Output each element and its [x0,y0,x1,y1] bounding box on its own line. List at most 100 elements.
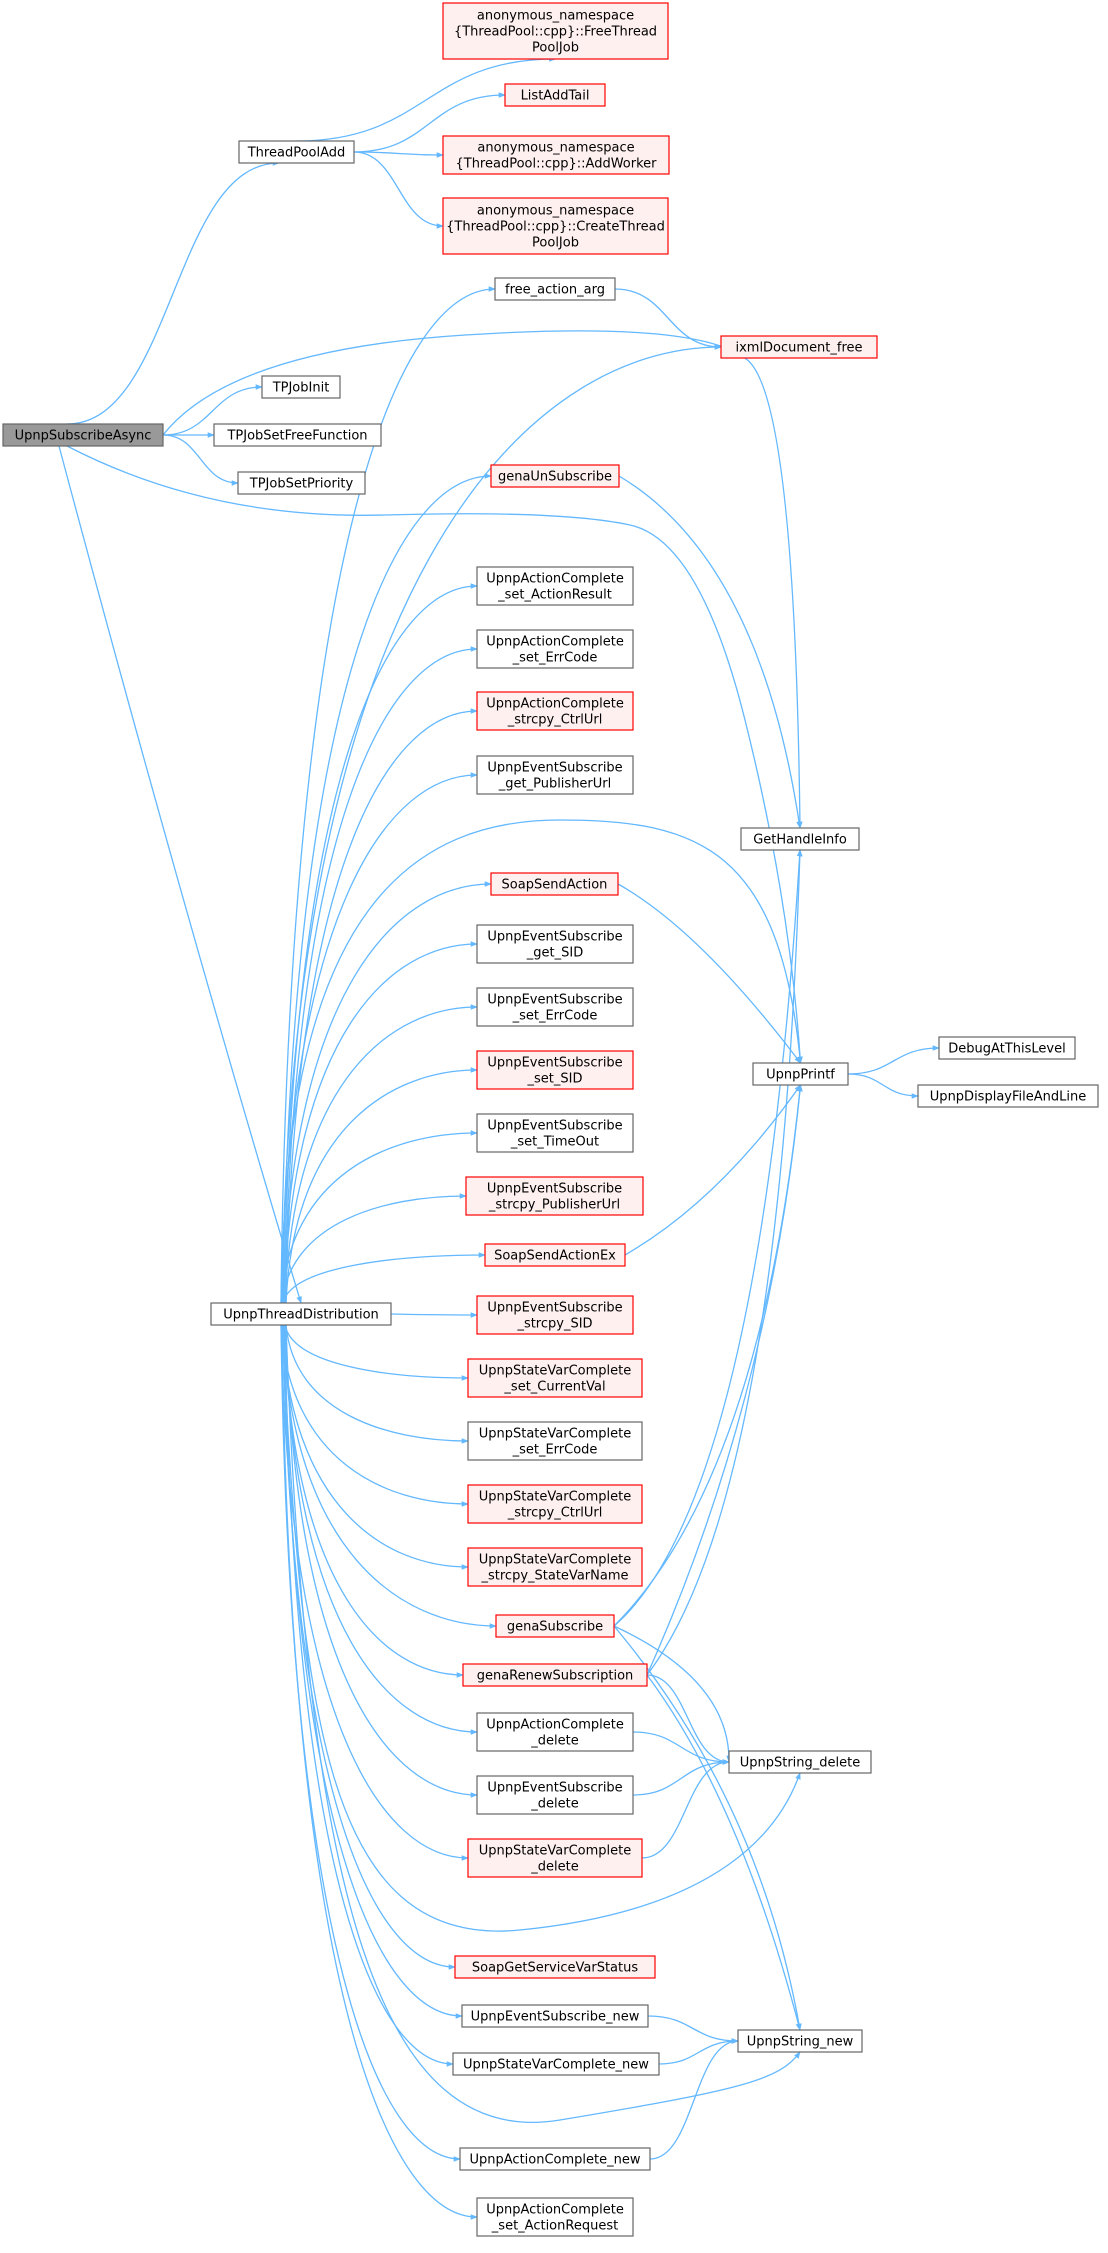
node-box [720,335,878,359]
edge-ac_new-to-upnpstring_new [649,2038,739,2160]
node-svc-set-errcode[interactable]: UpnpStateVarComplete_set_ErrCode [467,1421,643,1461]
node-ixmldocument-free[interactable]: ixmlDocument_free [720,335,878,359]
node-es-set-errcode[interactable]: UpnpEventSubscribe_set_ErrCode [476,987,634,1027]
node-root[interactable]: UpnpSubscribeAsync [2,423,164,447]
node-box [476,2197,634,2237]
node-ac-new[interactable]: UpnpActionComplete_new [459,2147,651,2171]
edge-threadpooladd-to-addworker [353,151,444,158]
node-ac-set-actionrequest[interactable]: UpnpActionComplete_set_ActionRequest [476,2197,634,2237]
edge-free_action_arg-to-ixmldocument_free [614,288,722,350]
node-soapsendactionex[interactable]: SoapSendActionEx [484,1243,626,1267]
node-es-delete[interactable]: UpnpEventSubscribe_delete [476,1775,634,1815]
node-es-get-sid[interactable]: UpnpEventSubscribe_get_SID [476,924,634,964]
node-label: TPJobSetPriority [249,477,354,492]
node-label: _strcpy_SID [516,1317,592,1332]
edge-threadpooladd-to-listaddtail [353,92,506,153]
node-genasubscribe[interactable]: genaSubscribe [495,1614,615,1638]
node-es-get-publisherurl[interactable]: UpnpEventSubscribe_get_PublisherUrl [476,755,634,795]
node-box [442,135,670,175]
edge-es_delete-to-upnpstring_delete [632,1759,730,1796]
node-label: UpnpActionComplete_new [470,2153,641,2168]
node-box [917,1084,1099,1108]
node-tpjobsetpriority[interactable]: TPJobSetPriority [237,471,366,495]
node-ac-delete[interactable]: UpnpActionComplete_delete [476,1712,634,1752]
node-svc-strcpy-statevarname[interactable]: UpnpStateVarComplete_strcpy_StateVarName [467,1547,643,1587]
node-box [476,755,634,795]
node-es-strcpy-publisherurl[interactable]: UpnpEventSubscribe_strcpy_PublisherUrl [465,1176,644,1216]
edge-layer [58,56,940,2220]
node-svc-set-currentval[interactable]: UpnpStateVarComplete_set_CurrentVal [467,1358,643,1398]
node-es-set-timeout[interactable]: UpnpEventSubscribe_set_TimeOut [476,1113,634,1153]
node-genarenewsubscription[interactable]: genaRenewSubscription [462,1663,648,1687]
node-upnpdisplayfileandline[interactable]: UpnpDisplayFileAndLine [917,1084,1099,1108]
node-upnpstring-delete[interactable]: UpnpString_delete [728,1750,872,1774]
node-soapgetservicevarstatus[interactable]: SoapGetServiceVarStatus [454,1955,656,1979]
node-box [261,375,341,399]
edge-genarenewsubscription-to-upnpstring_delete [646,1674,730,1765]
node-es-set-sid[interactable]: UpnpEventSubscribe_set_SID [476,1050,634,1090]
node-es-strcpy-sid[interactable]: UpnpEventSubscribe_strcpy_SID [476,1295,634,1335]
edge-root-to-gethandleinfo [162,330,803,829]
node-label: _set_ActionRequest [491,2219,618,2234]
node-box [213,423,382,447]
node-label: UpnpActionComplete [486,572,624,587]
node-free-action-arg[interactable]: free_action_arg [494,277,616,301]
node-box [476,1295,634,1335]
node-ac-strcpy-ctrlurl[interactable]: UpnpActionComplete_strcpy_CtrlUrl [476,691,634,731]
edge-upnpthreaddistribution-to-free_action_arg [280,286,496,1304]
edge-soapsendactionex-to-upnpprintf [624,1084,802,1256]
node-box [467,1421,643,1461]
edge-upnpthreaddistribution-to-svc_new [284,1324,454,2067]
node-upnpprintf[interactable]: UpnpPrintf [752,1062,849,1086]
node-label: _set_ActionResult [497,588,612,603]
node-label: UpnpEventSubscribe [487,1301,622,1316]
node-label: _strcpy_CtrlUrl [507,1506,603,1521]
node-upnpthreaddistribution[interactable]: UpnpThreadDistribution [210,1302,392,1326]
edge-upnpthreaddistribution-to-upnpstring_new [285,1324,801,2123]
node-svc-strcpy-ctrlurl[interactable]: UpnpStateVarComplete_strcpy_CtrlUrl [467,1484,643,1524]
node-threadpooladd[interactable]: ThreadPoolAdd [238,140,355,164]
node-label: UpnpStateVarComplete [479,1553,632,1568]
node-debugatthislevel[interactable]: DebugAtThisLevel [938,1036,1076,1060]
node-listaddtail[interactable]: ListAddTail [504,83,606,107]
node-box [495,1614,615,1638]
node-label: _strcpy_StateVarName [481,1569,629,1584]
node-box [467,1484,643,1524]
node-label: UpnpStateVarComplete [479,1427,632,1442]
node-label: _strcpy_PublisherUrl [488,1198,620,1213]
node-svc-new[interactable]: UpnpStateVarComplete_new [452,2052,660,2076]
node-box [454,1955,656,1979]
edge-upnpthreaddistribution-to-svc_delete [280,1324,469,1861]
node-freethreadpooljob[interactable]: anonymous_namespace{ThreadPool::cpp}::Fr… [442,2,669,60]
edge-upnpthreaddistribution-to-es_delete [285,1324,478,1798]
node-box [476,1113,634,1153]
node-label: UpnpStateVarComplete [479,1844,632,1859]
node-gethandleinfo[interactable]: GetHandleInfo [740,827,860,851]
node-ac-set-errcode[interactable]: UpnpActionComplete_set_ErrCode [476,629,634,669]
node-es-new[interactable]: UpnpEventSubscribe_new [461,2004,649,2028]
node-label: _delete [530,1860,578,1875]
node-label: UpnpDisplayFileAndLine [930,1090,1086,1105]
node-createthreadpooljob[interactable]: anonymous_namespace{ThreadPool::cpp}::Cr… [442,197,669,255]
node-tpjobinit[interactable]: TPJobInit [261,375,341,399]
node-box [476,1050,634,1090]
node-addworker[interactable]: anonymous_namespace{ThreadPool::cpp}::Ad… [442,135,670,175]
node-tpjobsetfreefunction[interactable]: TPJobSetFreeFunction [213,423,382,447]
node-svc-delete[interactable]: UpnpStateVarComplete_delete [467,1838,643,1878]
node-soapsendaction[interactable]: SoapSendAction [490,872,619,896]
edge-upnpthreaddistribution-to-svc_set_errcode [285,1324,469,1444]
node-label: UpnpEventSubscribe [487,1182,622,1197]
node-box [490,872,619,896]
node-label: UpnpThreadDistribution [223,1308,379,1323]
node-label: ListAddTail [521,89,590,104]
node-label: UpnpEventSubscribe [487,761,622,776]
edge-upnpthreaddistribution-to-es_set_sid [285,1067,478,1304]
node-genaunsubscribe[interactable]: genaUnSubscribe [490,464,620,488]
node-label: _get_PublisherUrl [498,777,612,792]
node-label: UpnpPrintf [766,1068,835,1083]
node-ac-set-actionresult[interactable]: UpnpActionComplete_set_ActionResult [476,566,634,606]
edge-upnpthreaddistribution-to-ac_strcpy_ctrlurl [285,708,478,1304]
node-upnpstring-new[interactable]: UpnpString_new [737,2029,863,2053]
node-label: UpnpStateVarComplete [479,1364,632,1379]
